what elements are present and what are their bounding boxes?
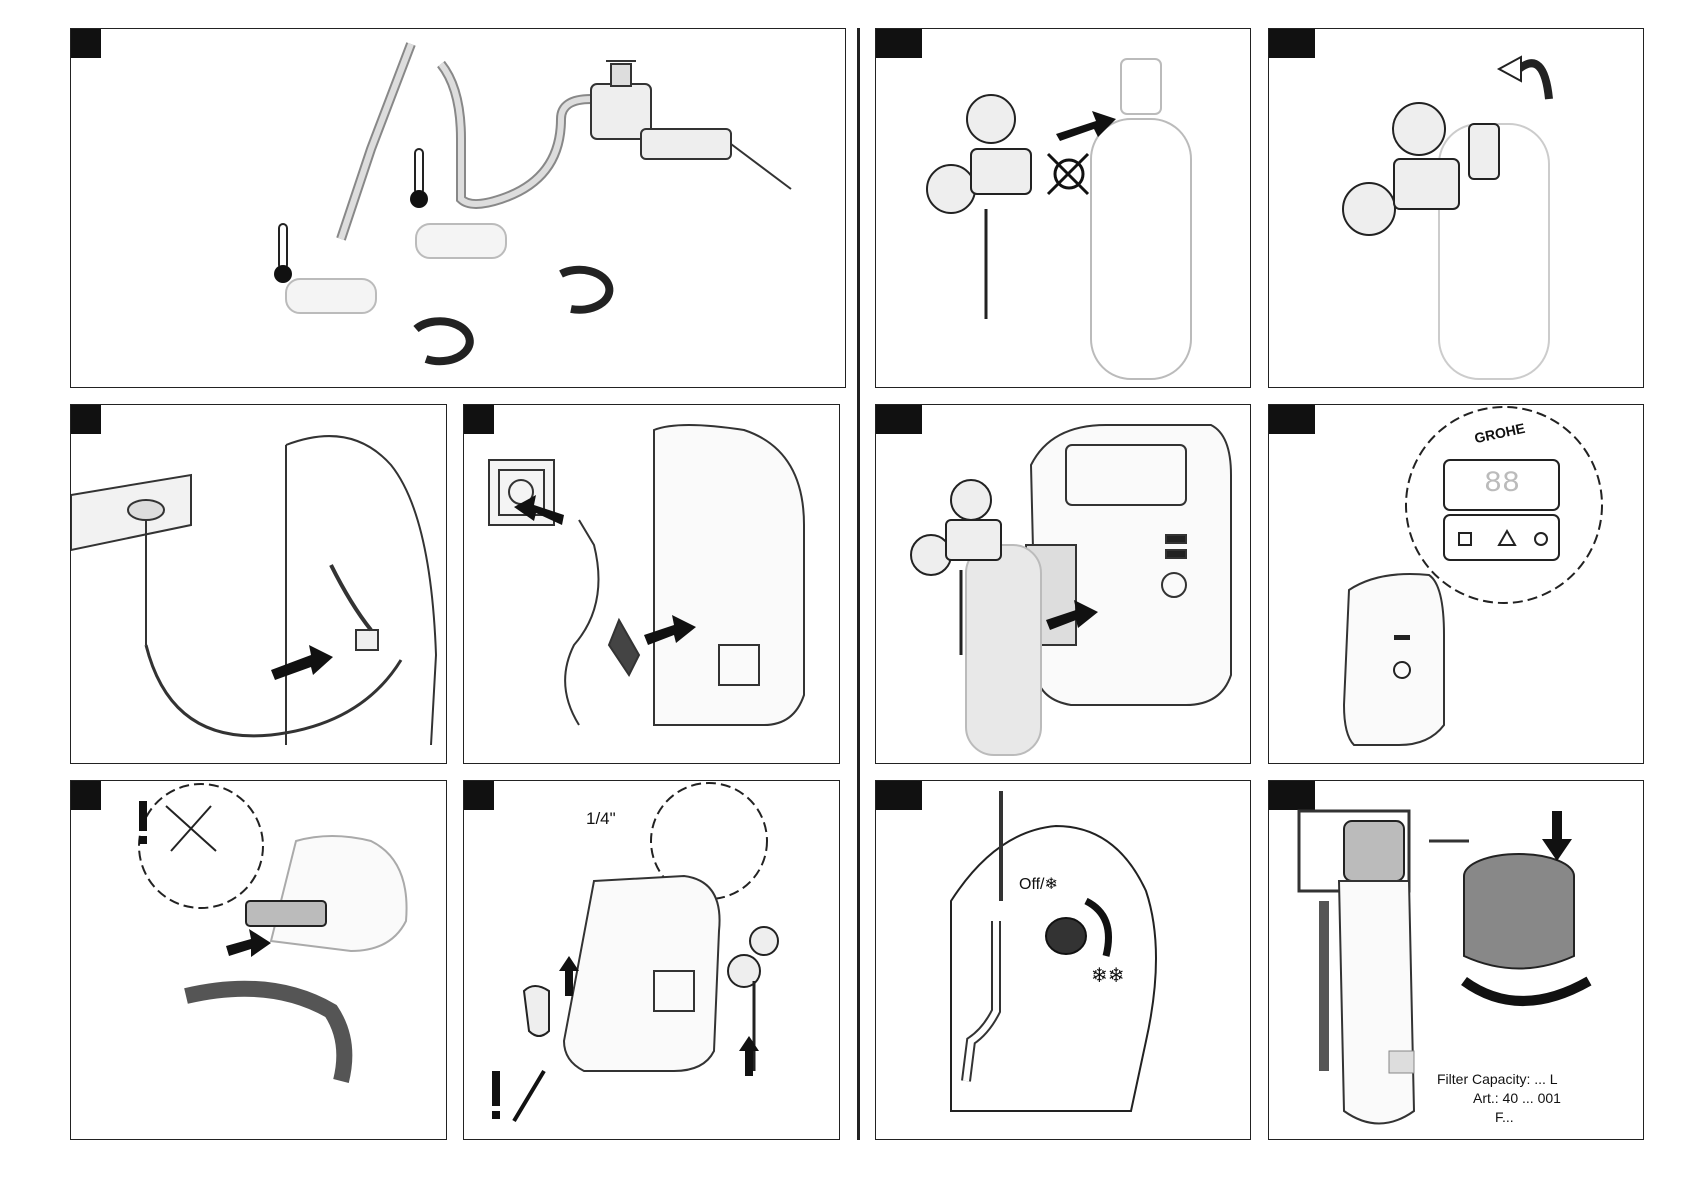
setting-max-label: ❄❄	[1091, 963, 1125, 988]
temperature-knob[interactable]	[1046, 918, 1086, 954]
panel-pipe-connection	[70, 404, 447, 764]
temperature-knob-illustration	[876, 781, 1251, 1140]
setting-off-label: Off/❄	[1019, 874, 1058, 894]
push-arrow-icon	[1542, 811, 1572, 861]
regulator-tighten-illustration	[1269, 29, 1644, 388]
mounting-bracket-illustration	[71, 781, 447, 1140]
thermometer-icon	[410, 149, 428, 208]
page-divider	[857, 28, 860, 1140]
tube-size-label: 1/4"	[586, 809, 616, 829]
warning-icon	[492, 1071, 500, 1119]
panel-water-connection	[70, 28, 846, 388]
power-connection-illustration	[464, 405, 840, 764]
warning-icon	[139, 801, 147, 844]
filter-capacity-label: Filter Capacity: ... L	[1437, 1071, 1558, 1087]
no-tool-icon	[1048, 154, 1088, 194]
push-arrow-icon	[739, 1036, 759, 1076]
panel-co2-regulator	[875, 28, 1251, 388]
rotate-arrow-icon	[1464, 981, 1589, 1001]
rotate-arrow-icon	[1519, 63, 1549, 99]
panel-cylinder-install	[875, 404, 1251, 764]
push-arrow-icon	[1056, 111, 1116, 141]
panel-mounting-bracket	[70, 780, 447, 1140]
panel-regulator-tighten	[1268, 28, 1644, 388]
pipe-connection-illustration	[71, 405, 447, 764]
push-arrow-icon	[271, 645, 333, 680]
panel-filter-cartridge: Filter Capacity: ... L Art.: 40 ... 001 …	[1268, 780, 1644, 1140]
panel-temperature-setting: Off/❄ ❄❄	[875, 780, 1251, 1140]
no-tool-icon	[514, 1071, 544, 1121]
panel-tubing-connection: 1/4"	[463, 780, 840, 1140]
serial-number-label: F...	[1495, 1109, 1514, 1125]
tubing-connection-illustration	[464, 781, 840, 1140]
display-readout: 88	[1484, 467, 1520, 501]
control-display-illustration	[1269, 405, 1644, 764]
thermometer-icon	[274, 224, 292, 283]
panel-power-connection	[463, 404, 840, 764]
push-arrow-icon	[226, 929, 271, 957]
cylinder-install-illustration	[876, 405, 1251, 764]
water-connection-illustration	[71, 29, 846, 388]
panel-control-display: GROHE 88	[1268, 404, 1644, 764]
regulator-mount-illustration	[876, 29, 1251, 388]
article-number-label: Art.: 40 ... 001	[1473, 1090, 1561, 1106]
